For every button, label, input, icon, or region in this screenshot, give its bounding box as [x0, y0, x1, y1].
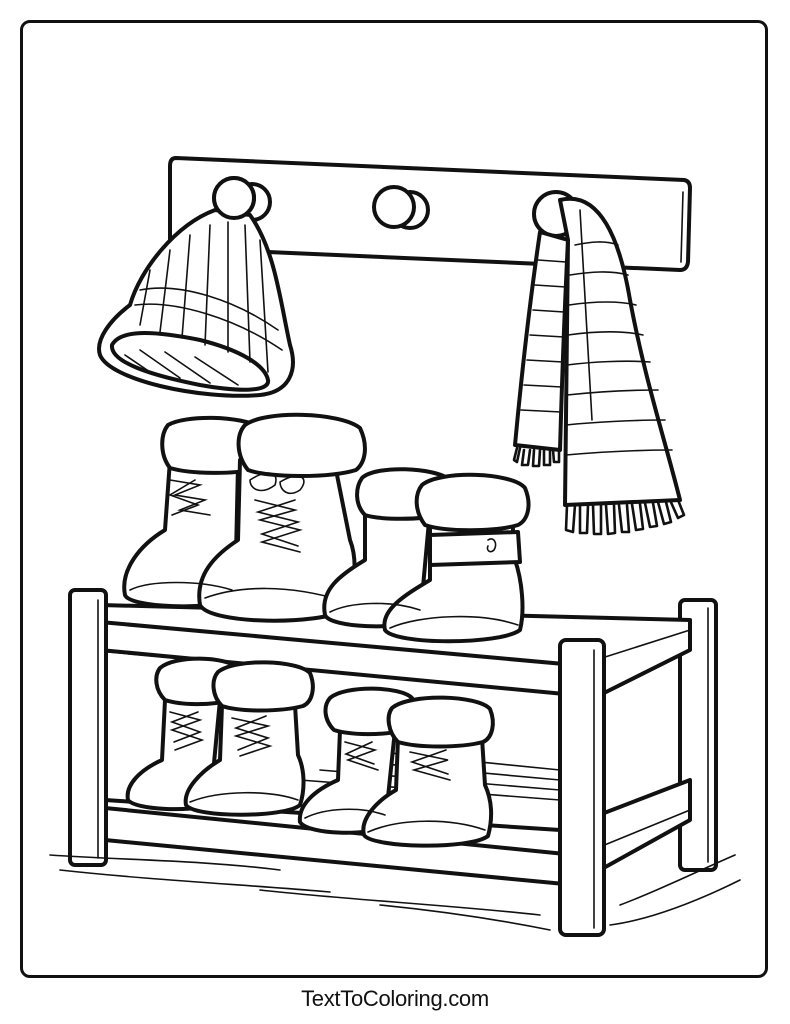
striped-scarf — [512, 190, 686, 536]
knit-hat — [97, 176, 295, 398]
boots-bottom-left-lace-up — [125, 656, 315, 817]
site-watermark: TextToColoring.com — [301, 986, 489, 1011]
boots-bottom-right-lace-up — [297, 686, 495, 848]
peg-2 — [372, 185, 430, 230]
boots-top-right-strap — [322, 467, 531, 644]
